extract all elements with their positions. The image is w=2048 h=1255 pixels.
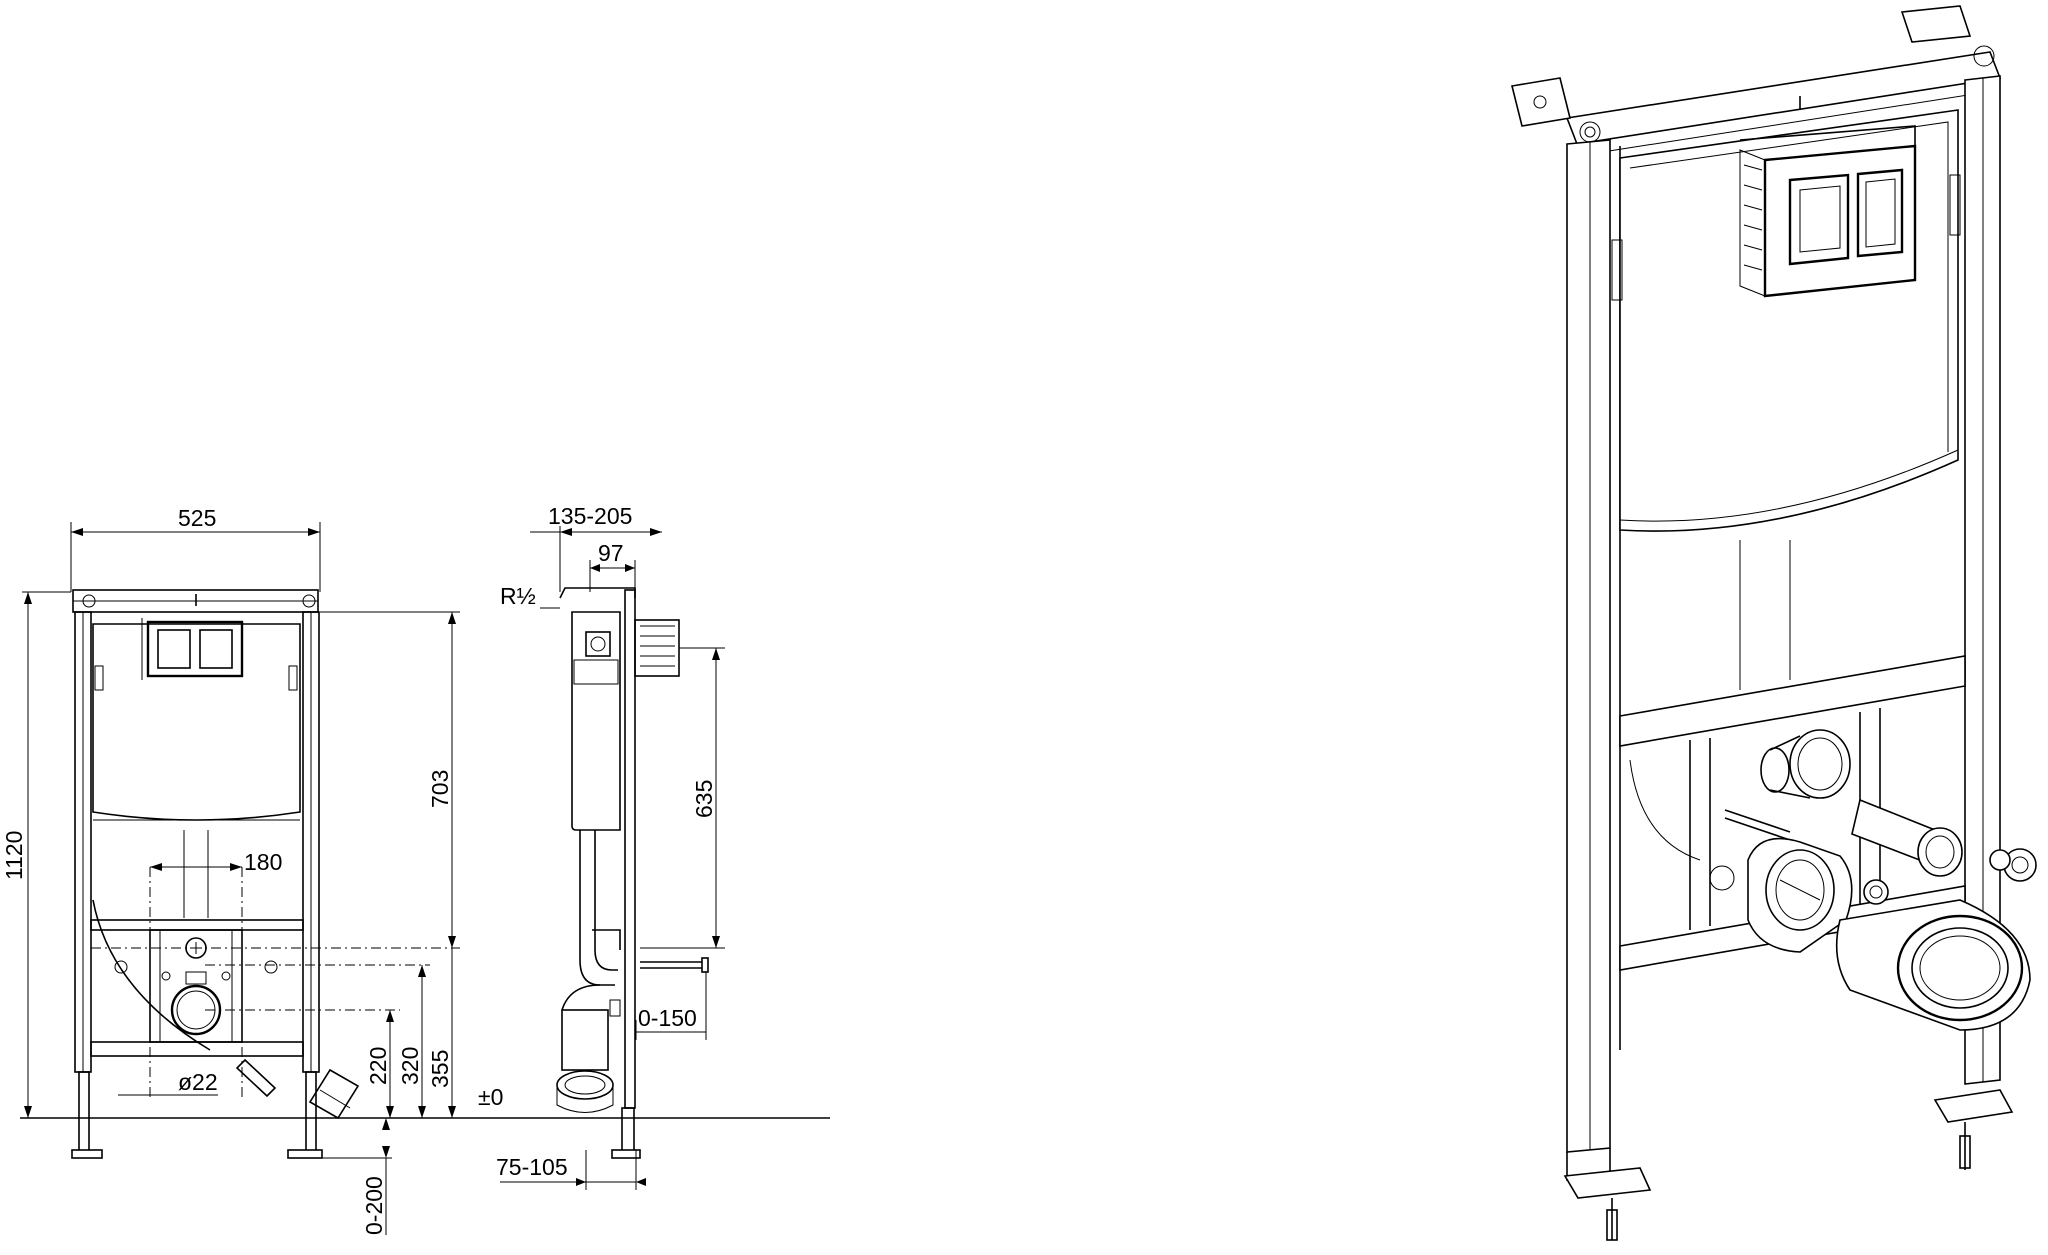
bottom-dimension: 75-105 (496, 1154, 568, 1180)
depth-dimension: 135-205 (548, 503, 632, 529)
level-220-dimension: 220 (365, 1047, 391, 1085)
isometric-view (1511, 5, 2037, 1241)
adjust-dimension: 0-200 (361, 1176, 387, 1235)
cistern-side-dimension: 635 (691, 780, 717, 818)
width-dimension: 525 (178, 505, 216, 531)
cistern-height-dimension: 703 (427, 770, 453, 808)
side-view: 135-205 97 R½ 635 (496, 503, 725, 1190)
zero-level-label: ±0 (478, 1084, 503, 1110)
offset-dimension: 0-150 (638, 1005, 697, 1031)
bolt-spacing-dimension: 180 (244, 849, 282, 875)
height-dimension: 1120 (1, 831, 27, 880)
depth-small-dimension: 97 (598, 540, 624, 566)
thread-label: R½ (500, 583, 536, 609)
front-view: 525 1120 (1, 505, 830, 1235)
level-320-dimension: 320 (397, 1047, 423, 1085)
pipe-diameter-dimension: ø22 (178, 1069, 218, 1095)
level-355-dimension: 355 (427, 1050, 453, 1088)
